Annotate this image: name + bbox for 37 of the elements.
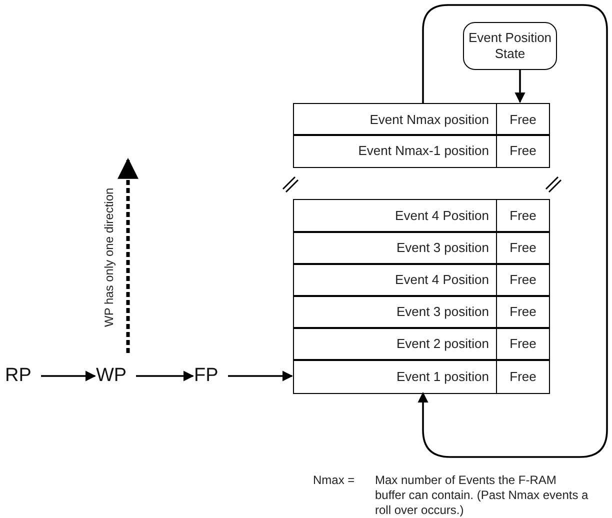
pointer-label: WP [96,365,136,387]
edge-label: WP has only one direction [102,186,116,330]
arrow [228,370,294,382]
status-text: Free [496,328,549,360]
event-position-text: Event 4 Position [394,271,490,290]
table-row [293,295,550,328]
arrow [41,370,96,382]
status-text: Free [496,104,549,134]
event-position-text: Event Nmax position [368,110,490,129]
event-position-text: Event 4 Position [394,207,490,226]
state-box: Event Position State [463,22,557,70]
event-position-text: Event 3 position [395,303,490,322]
event-position-text: Event 1 position [395,368,490,386]
status-text: Free [496,200,549,232]
table-row [293,199,550,232]
pointer-label: FP [194,365,228,387]
status-text: Free [496,264,549,296]
event-position-text: Event Nmax-1 position [357,142,490,160]
definition-text: Max number of Events the F-RAM buffer can contain. (Past Nmax events a roll over occurs.) [375,473,590,518]
dashed-arrow [118,158,138,353]
arrow [136,370,194,382]
table-row [293,327,550,360]
arrow [418,4,608,458]
status-text: Free [496,232,549,264]
table-row [293,231,550,264]
pointer-label: RP [5,365,41,387]
table-row [293,263,550,296]
event-position-text: Event 3 position [395,239,490,258]
table-row [293,134,550,168]
table-row [293,103,550,136]
definition-term: Nmax = [313,473,355,488]
status-text: Free [496,360,549,392]
event-position-text: Event 2 position [395,335,490,354]
arrow [514,70,526,104]
table-row [293,359,550,394]
status-text: Free [496,135,549,166]
status-text: Free [496,296,549,328]
